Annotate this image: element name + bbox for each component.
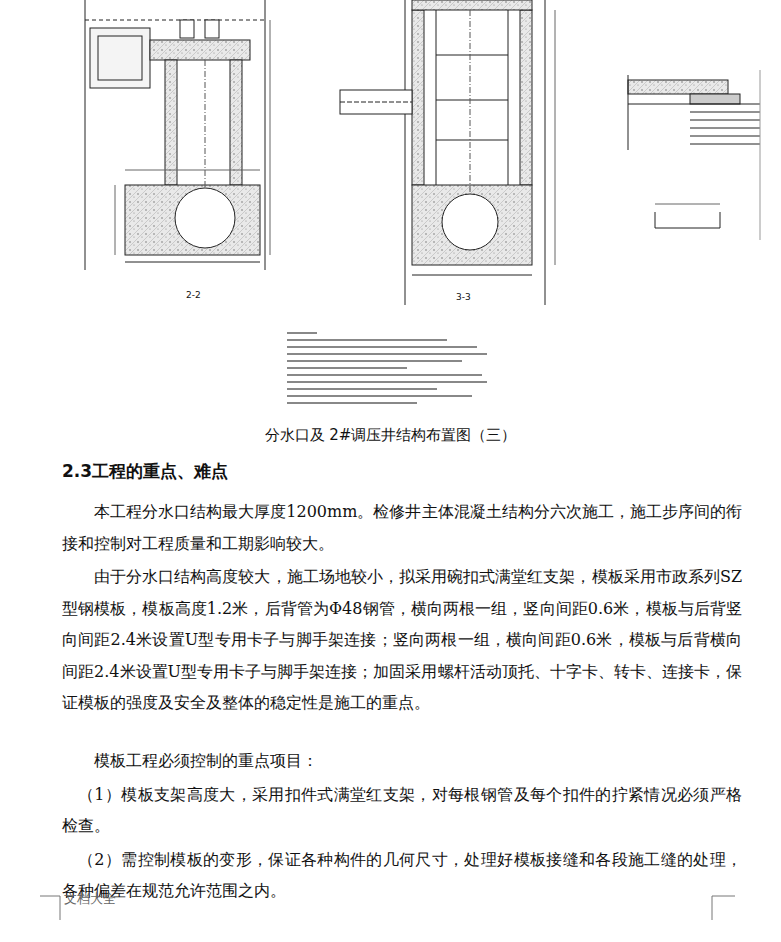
page-footer: 文档大全 bbox=[64, 890, 116, 908]
section-heading: 2.3工程的重点、难点 bbox=[62, 460, 228, 483]
body-paragraph: （2）需控制模板的变形，保证各种构件的几何尺寸，处理好模板接缝和各段施工缝的处理… bbox=[62, 844, 742, 907]
figure-caption: 分水口及 2#调压井结构布置图（三） bbox=[0, 426, 781, 445]
body-paragraph: 本工程分水口结构最大厚度1200mm。检修井主体混凝土结构分六次施工，施工步序间… bbox=[62, 496, 742, 559]
body-paragraph: （1）模板支架高度大，采用扣件式满堂红支架，对每根钢管及每个扣件的拧紧情况必须严… bbox=[62, 779, 742, 842]
section-mark: 2-2 bbox=[186, 290, 201, 300]
body-paragraph: 由于分水口结构高度较大，施工场地较小，拟采用碗扣式满堂红支架，模板采用市政系列S… bbox=[62, 561, 742, 719]
section-mark: 3-3 bbox=[456, 292, 471, 302]
body-paragraph: 模板工程必须控制的重点项目： bbox=[62, 745, 742, 777]
